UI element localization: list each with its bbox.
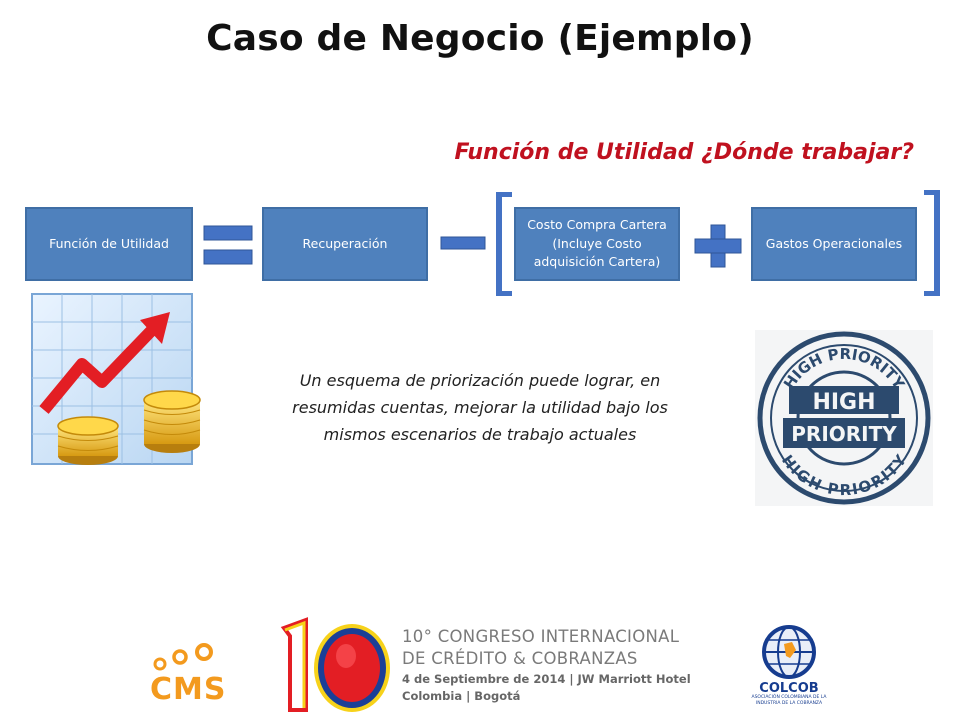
body-text: Un esquema de priorización puede lograr,… xyxy=(292,371,668,444)
right-bracket-icon xyxy=(924,190,940,296)
congress-title-line2: DE CRÉDITO & COBRANZAS xyxy=(402,649,638,668)
colcob-name: COLCOB xyxy=(759,681,819,696)
colcob-globe-icon xyxy=(762,625,816,679)
high-priority-stamp-icon: HIGH PRIORITY HIGH PRIORITY HIGH PRIORIT… xyxy=(755,330,933,506)
congress-title-line1: 10° CONGRESO INTERNACIONAL xyxy=(402,627,680,646)
colcob-subtitle: ASOCIACIÓN COLOMBIANA DE LA INDUSTRIA DE… xyxy=(751,695,827,706)
congress-date-venue: 4 de Septiembre de 2014 | JW Marriott Ho… xyxy=(402,672,691,686)
cms-logo-icon xyxy=(153,643,213,671)
stamp-center-line1: HIGH xyxy=(812,390,875,415)
equals-icon xyxy=(203,225,253,265)
congress-location: Colombia | Bogotá xyxy=(402,689,521,703)
recovery-box: Recuperación xyxy=(262,207,428,281)
congress-10-logo-icon xyxy=(280,617,390,712)
left-bracket-icon xyxy=(496,192,512,296)
growth-chart-with-coins-icon xyxy=(31,293,201,465)
slide-subtitle: Función de Utilidad ¿Dónde trabajar? xyxy=(454,140,914,165)
minus-icon xyxy=(440,236,486,250)
slide-title: Caso de Negocio (Ejemplo) xyxy=(206,18,754,59)
stamp-center-line2: PRIORITY xyxy=(791,422,897,446)
plus-icon xyxy=(694,224,742,268)
portfolio-cost-box: Costo Compra Cartera (Incluye Costo adqu… xyxy=(514,207,680,281)
utility-function-box: Función de Utilidad xyxy=(25,207,193,281)
operating-expenses-box: Gastos Operacionales xyxy=(751,207,917,281)
cms-logo-text: CMS xyxy=(150,672,227,707)
